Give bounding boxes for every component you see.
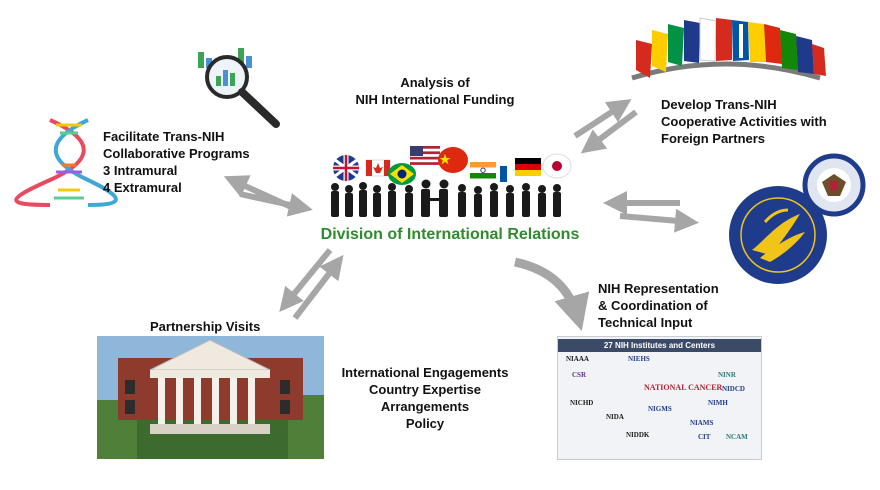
nih-logo-9: NIDCD	[722, 385, 745, 393]
cooperative-label: Develop Trans-NIH Cooperative Activities…	[661, 96, 871, 147]
engagements-line-1: International Engagements	[341, 365, 509, 380]
nih-logo-4: NINR	[718, 371, 736, 379]
nih-logo-11: NIDDK	[626, 431, 650, 439]
state-department-seal-icon	[802, 153, 866, 217]
cooperative-line-2: Cooperative Activities with	[661, 114, 827, 129]
hhs-seal-icon	[729, 186, 827, 284]
brazil-flag-icon	[388, 163, 416, 185]
representation-line-2: & Coordination of	[598, 298, 708, 313]
nih-logo-8: NIMH	[708, 399, 728, 407]
india-flag-icon	[470, 162, 496, 179]
collab-line-2: Collaborative Programs	[103, 146, 250, 161]
canada-flag-icon	[365, 159, 391, 177]
nih-institutes-panel: 27 NIH Institutes and Centers NIAAA NIEH…	[557, 336, 762, 460]
analysis-label: Analysis of NIH International Funding	[335, 74, 535, 108]
center-title: Division of International Relations	[320, 226, 580, 243]
collab-line-1: Facilitate Trans-NIH	[103, 129, 225, 144]
engagements-line-4: Policy	[405, 416, 445, 431]
partnership-label: Partnership Visits	[150, 319, 261, 334]
people-silhouettes-icon	[331, 179, 561, 217]
germany-flag-icon	[515, 158, 541, 176]
nih-logo-3: CSR	[572, 371, 587, 379]
china-flag-icon	[438, 147, 468, 173]
nih-logo-13: CIT	[698, 433, 711, 441]
collab-label: Facilitate Trans-NIH Collaborative Progr…	[103, 128, 283, 196]
engagements-label: International Engagements Country Expert…	[330, 364, 520, 432]
nih-logo-2: NIEHS	[628, 355, 650, 363]
nih-logo-6: NICHD	[570, 399, 594, 407]
collab-line-3: 3 Intramural	[103, 163, 178, 178]
engagements-line-2: Country Expertise	[369, 382, 481, 397]
nih-logo-5: NATIONAL CANCER	[644, 383, 723, 392]
nih-panel-title: 27 NIH Institutes and Centers	[558, 339, 761, 352]
arrow-seals	[603, 191, 699, 233]
nih-logo-12: NIAMS	[690, 419, 714, 427]
arrow-partnership	[279, 248, 344, 320]
collab-line-4: 4 Extramural	[103, 180, 182, 195]
france-flag-icon	[500, 166, 514, 182]
usa-flag-icon	[410, 146, 440, 165]
cooperative-line-3: Foreign Partners	[661, 131, 766, 146]
arrow-collab	[223, 175, 313, 217]
representation-line-3: Technical Input	[598, 315, 693, 330]
engagements-line-3: Arrangements	[380, 399, 470, 414]
arrow-cooperative	[573, 99, 638, 154]
representation-line-1: NIH Representation	[598, 281, 719, 296]
analysis-line-2: NIH International Funding	[355, 92, 515, 107]
nih-logo-1: NIAAA	[566, 355, 589, 363]
nih-logo-10: NIGMS	[648, 405, 672, 413]
nih-logo-7: NIDA	[606, 413, 624, 421]
analysis-line-1: Analysis of	[400, 75, 470, 90]
arrow-representation	[513, 257, 590, 331]
nih-logo-14: NCAM	[726, 433, 748, 441]
japan-flag-icon	[542, 153, 572, 179]
uk-flag-icon	[333, 155, 359, 181]
cooperative-line-1: Develop Trans-NIH	[661, 97, 777, 112]
representation-label: NIH Representation & Coordination of Tec…	[598, 280, 798, 331]
